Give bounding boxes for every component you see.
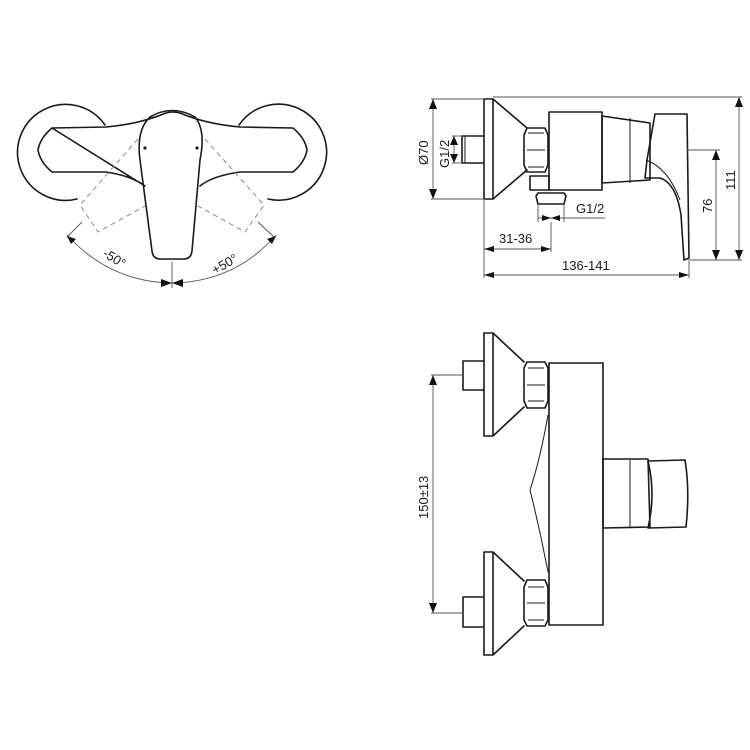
- arrow-head: [429, 375, 437, 385]
- body-block-side: [548, 111, 603, 191]
- extension-right: [257, 221, 275, 238]
- arrow-head: [429, 189, 437, 199]
- upper-nut: [523, 361, 549, 409]
- arrow-head: [161, 279, 172, 287]
- inlet-pipe-side: [461, 135, 485, 164]
- outlet-thread-label: G1/2: [576, 201, 604, 216]
- lever-rotated-right: [197, 138, 265, 233]
- arrow-head: [267, 236, 276, 244]
- wall-offset-label: 31-36: [499, 231, 532, 246]
- lever-plan: [138, 109, 203, 260]
- inlet-thread-label: G1/2: [437, 140, 452, 168]
- upper-inlet-pipe: [462, 360, 485, 391]
- total-depth-label: 136-141: [562, 258, 610, 273]
- angle-label-left: -50°: [100, 245, 128, 270]
- arrow-head: [679, 272, 689, 278]
- mixer-body-plan: [37, 111, 308, 187]
- outlet-nozzle: [535, 192, 567, 205]
- lower-escutcheon: [483, 551, 525, 656]
- arrow-head: [429, 603, 437, 613]
- total-height-label: 111: [723, 170, 738, 190]
- left-escutcheon: [16, 103, 106, 202]
- arrow-head: [450, 136, 458, 145]
- arrow-head: [429, 99, 437, 109]
- arrow-head: [484, 272, 494, 278]
- front-view: 150±13: [416, 332, 689, 656]
- mixer-body-front: [548, 362, 604, 626]
- nut-side: [523, 127, 549, 173]
- lever-side: [644, 113, 690, 261]
- arrow-head: [484, 246, 494, 252]
- arrow-head: [67, 236, 76, 244]
- arrow-head: [735, 97, 743, 107]
- outlet-boss: [529, 175, 550, 191]
- diameter-label: Ø70: [416, 140, 431, 165]
- body-curve: [529, 414, 549, 573]
- arrow-head: [712, 250, 720, 260]
- right-escutcheon: [238, 103, 328, 201]
- arrow-head: [551, 215, 560, 221]
- escutcheon-side: [483, 98, 528, 200]
- angle-label-right: +50°: [209, 251, 240, 278]
- arrow-head: [172, 279, 183, 287]
- screw-dot-right: [195, 146, 199, 150]
- upper-escutcheon: [483, 332, 525, 437]
- arrow-head: [712, 150, 720, 160]
- lever-front: [647, 459, 689, 529]
- inlet-spacing-label: 150±13: [416, 476, 431, 519]
- lower-inlet-pipe: [462, 596, 485, 628]
- side-view: Ø70 G1/2 G1/2 31-36 136-141 76: [416, 96, 743, 278]
- arrow-head: [541, 246, 551, 252]
- arrow-head: [735, 250, 743, 260]
- screw-dot-left: [143, 146, 147, 150]
- arrow-head: [542, 215, 551, 221]
- top-view: -50° +50°: [16, 103, 328, 288]
- cartridge-front: [602, 458, 651, 529]
- extension-left: [66, 221, 83, 238]
- lever-height-label: 76: [700, 199, 715, 213]
- arrow-head: [450, 154, 458, 163]
- lever-line: [645, 159, 681, 201]
- lower-nut: [523, 579, 549, 627]
- cartridge-side: [601, 115, 651, 184]
- lever-rotated-left: [79, 138, 146, 233]
